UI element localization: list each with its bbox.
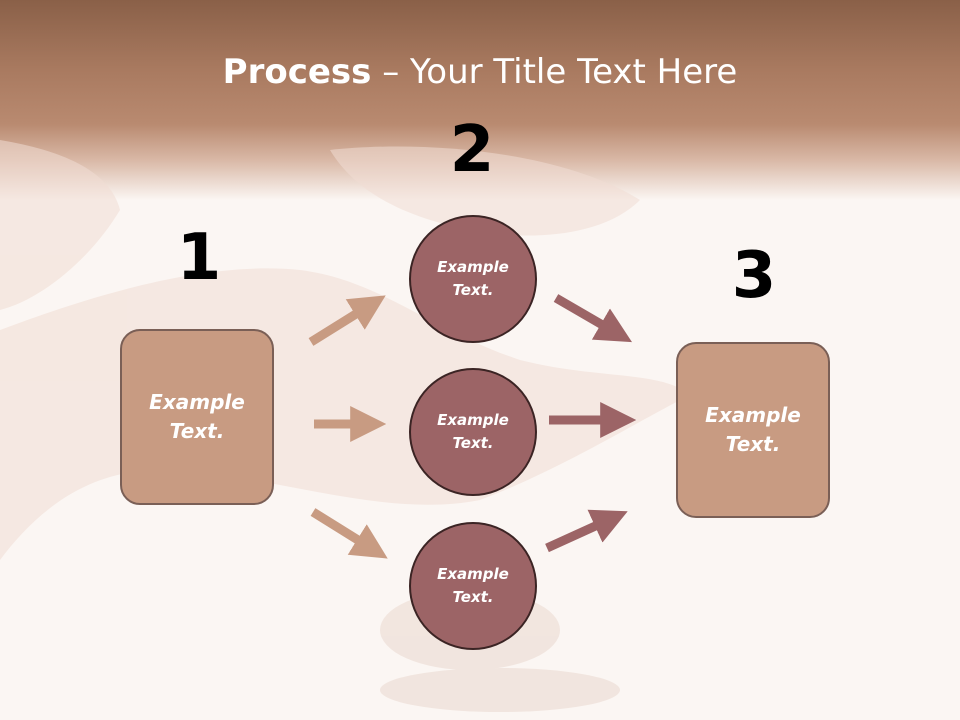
step-number-3: 3 — [731, 239, 777, 313]
step-3-box-text: Example Text. — [705, 403, 801, 456]
step-2-circle-bottom: Example Text. — [409, 522, 537, 650]
arrow-2-top-to-3 — [553, 294, 633, 343]
step-2-circle-middle-text: Example Text. — [437, 411, 509, 452]
title-separator: – — [371, 52, 411, 92]
step-2-circle-top: Example Text. — [409, 215, 537, 343]
step-3-box: Example Text. — [676, 342, 830, 518]
step-number-1: 1 — [176, 221, 222, 295]
title-strong: Process — [222, 52, 372, 92]
step-1-box: Example Text. — [120, 329, 274, 505]
step-number-2: 2 — [449, 113, 495, 187]
arrow-1-to-2-bottom — [310, 508, 388, 559]
step-2-circle-bottom-text: Example Text. — [437, 565, 509, 606]
step-2-circle-middle: Example Text. — [409, 368, 537, 496]
title-rest: Your Title Text Here — [410, 52, 738, 92]
step-2-circle-top-text: Example Text. — [437, 258, 509, 299]
slide-title: Process – Your Title Text Here — [0, 52, 960, 92]
step-1-box-text: Example Text. — [149, 390, 245, 443]
arrow-1-to-2-top — [308, 295, 386, 346]
arrow-2-bottom-to-3 — [545, 509, 628, 553]
